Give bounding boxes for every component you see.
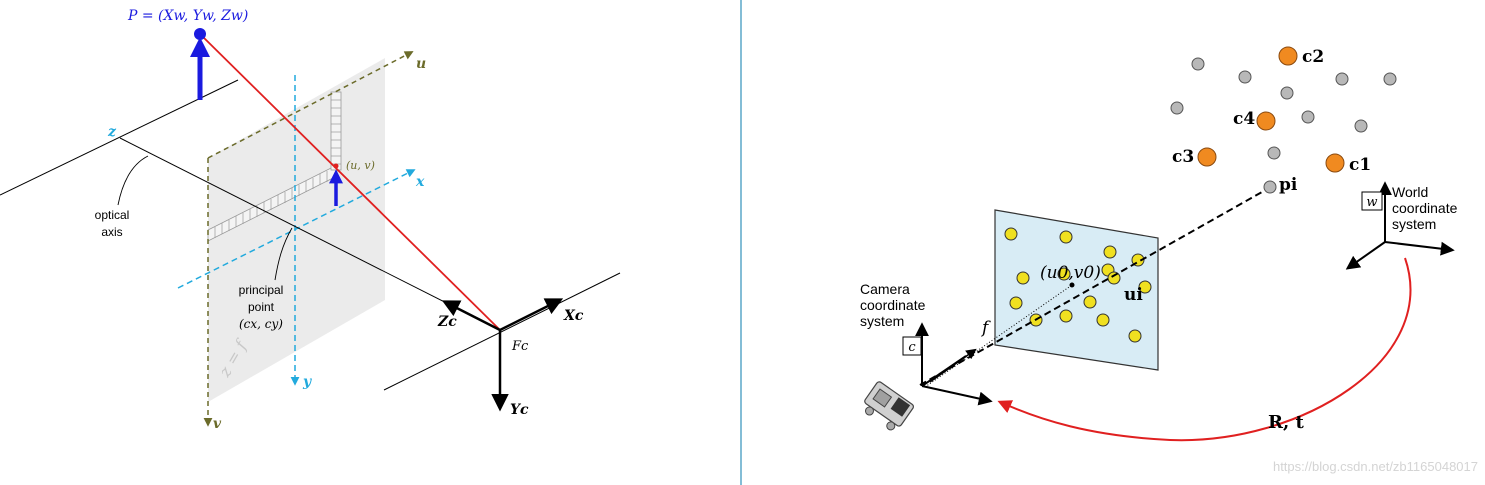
- optical-axis-leader: [117, 155, 149, 206]
- principal-point-label-2: point: [248, 300, 275, 314]
- axis-x-label: x: [415, 174, 425, 190]
- projection-ray: [199, 33, 501, 331]
- point-label: P = (Xw, Yw, Zw): [127, 8, 248, 24]
- optical-axis-label-1: optical: [95, 208, 130, 222]
- cam-z-label: Zc: [437, 314, 457, 330]
- c4-label: c4: [1233, 109, 1255, 129]
- camera-axis-depth: [921, 355, 967, 387]
- pnp-diagram: c w Camera coordinate system World coord…: [860, 46, 1478, 474]
- camera-system-label-1: Camera: [860, 281, 910, 297]
- c2-label: c2: [1302, 47, 1324, 67]
- pi-label: pi: [1279, 175, 1298, 195]
- principal-point-leader: [274, 227, 293, 281]
- pinhole-diagram: P = (Xw, Yw, Zw) u v x y z optical axis …: [0, 8, 621, 432]
- camera-system-label-3: system: [860, 313, 904, 329]
- axis-x: [177, 169, 416, 289]
- world-system-label-1: World: [1392, 184, 1428, 200]
- transform-arrow: [997, 257, 1412, 442]
- camera-system-label-2: coordinate: [860, 297, 926, 313]
- ruler-vertical: [330, 91, 342, 171]
- cam-axis-z: [441, 300, 501, 332]
- control-point-c3: [1197, 147, 1217, 167]
- point-P: [194, 28, 206, 40]
- axis-z-label: z: [107, 124, 117, 140]
- control-point-c2: [1278, 46, 1298, 66]
- c3-label: c3: [1172, 147, 1194, 167]
- image-points: [1004, 227, 1152, 343]
- focal-label: f: [980, 318, 991, 338]
- control-point-c4: [1256, 111, 1276, 131]
- axis-u-label: u: [416, 56, 426, 72]
- principal-point-dot: [1069, 282, 1075, 288]
- cam-x-label: Xc: [563, 308, 584, 324]
- camera-icon: [864, 381, 914, 431]
- cam-axis-x: [499, 298, 564, 332]
- world-box: [1361, 191, 1383, 211]
- world-system-label-3: system: [1392, 216, 1436, 232]
- image-point-uv: [333, 163, 339, 169]
- optical-axis-label-2: axis: [101, 225, 122, 239]
- ui-label: ui: [1124, 285, 1143, 305]
- cam-y-label: Yc: [510, 402, 529, 418]
- axis-v-label: v: [213, 416, 222, 432]
- watermark: https://blog.csdn.net/zb1165048017: [1273, 459, 1478, 474]
- axis-u: [207, 51, 414, 159]
- camera-box: [902, 336, 922, 356]
- optical-axis-line: [119, 137, 501, 331]
- world-box-label: w: [1366, 195, 1377, 210]
- ground-line-bottom: [383, 272, 621, 391]
- transform-label: R, t: [1268, 412, 1304, 433]
- world-axis-left: [1345, 241, 1386, 270]
- cam-frame-label: Fc: [511, 339, 529, 354]
- principal-point-label-3: (cx, cy): [239, 317, 283, 331]
- uv-label: (u, v): [346, 159, 375, 172]
- principal-label: (u0,v0): [1040, 263, 1101, 283]
- image-plane-right: [994, 209, 1159, 371]
- world-system-label-2: coordinate: [1392, 200, 1458, 216]
- world-points-gray: [1170, 57, 1397, 194]
- c1-label: c1: [1349, 155, 1371, 175]
- camera-box-label: c: [908, 340, 916, 355]
- control-point-c1: [1325, 153, 1345, 173]
- camera-axis-right: [921, 385, 993, 406]
- world-axis-right: [1384, 241, 1455, 256]
- control-points: [1197, 46, 1345, 173]
- axis-y-label: y: [302, 374, 312, 390]
- principal-point-label-1: principal: [239, 283, 284, 297]
